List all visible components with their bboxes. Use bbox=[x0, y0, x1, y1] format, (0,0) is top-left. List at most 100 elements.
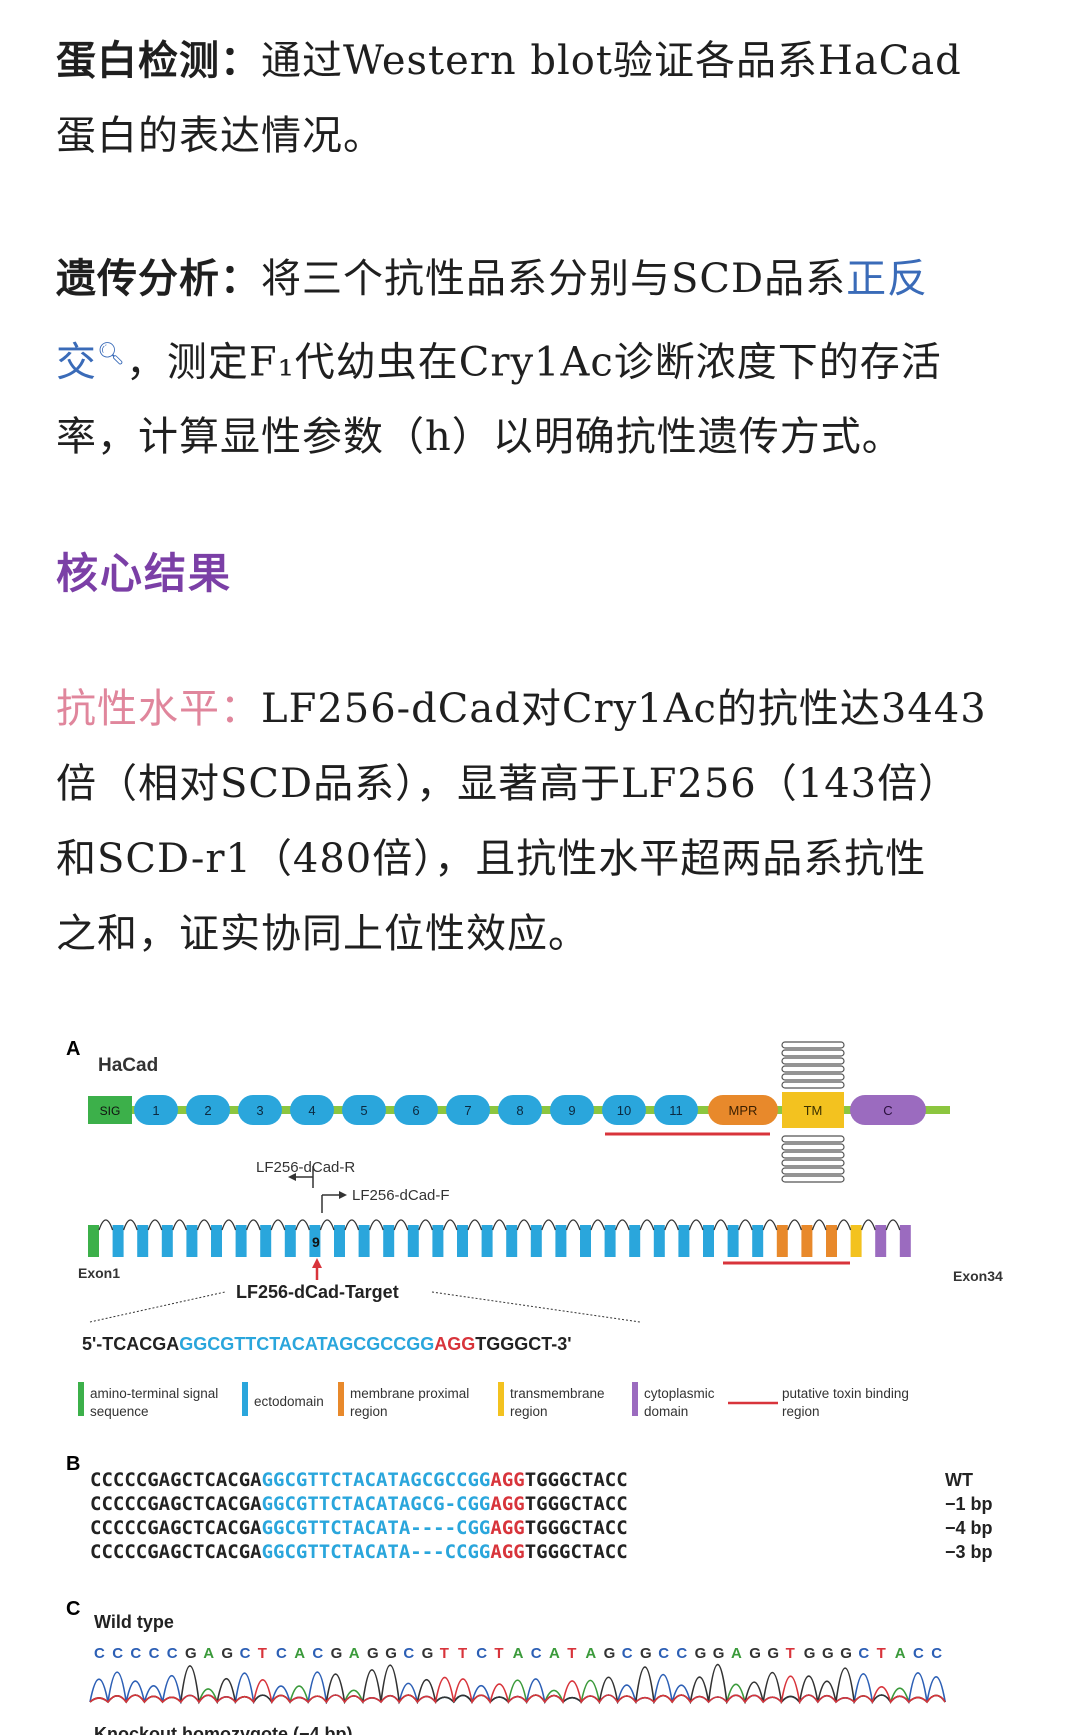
alignment-row-0: CCCCCGAGCTCACGAGGCGTTCTACATAGCGCCGGAGGTG… bbox=[90, 1469, 628, 1491]
base-16: G bbox=[385, 1645, 397, 1662]
domain-ec11-label: 11 bbox=[669, 1103, 683, 1118]
trace-T bbox=[89, 1675, 946, 1705]
domain-ec2-label: 2 bbox=[204, 1103, 211, 1118]
alignment-tag-1: −1 bp bbox=[945, 1494, 993, 1514]
exon1-label: Exon1 bbox=[78, 1265, 120, 1281]
legend-label-3-a: transmembrane bbox=[510, 1386, 605, 1401]
exon-9 bbox=[284, 1225, 296, 1257]
lipid-upper-3 bbox=[781, 1065, 845, 1073]
domain-ec10-label: 10 bbox=[617, 1103, 631, 1118]
p3-line4: 之和，证实协同上位性效应。 bbox=[56, 911, 589, 957]
intron-lines bbox=[98, 1219, 901, 1231]
exon-29 bbox=[776, 1225, 788, 1257]
lipid-lower-5 bbox=[781, 1175, 845, 1183]
exon-23 bbox=[629, 1225, 641, 1257]
exon-18 bbox=[506, 1225, 518, 1257]
sequence-alignment: CCCCCGAGCTCACGAGGCGTTCTACATAGCGCCGGAGGTG… bbox=[90, 1469, 993, 1563]
domain-ec9-label: 9 bbox=[568, 1103, 575, 1118]
exon34-label: Exon34 bbox=[953, 1268, 1003, 1284]
paragraph-genetic-analysis: 遗传分析：将三个抗性品系分别与SCD品系正反 交🔍︎，测定F₁代幼虫在Cry1A… bbox=[56, 242, 1028, 475]
panel-a-label: A bbox=[66, 1038, 80, 1060]
domain-ec4 bbox=[290, 1095, 334, 1125]
base-14: A bbox=[349, 1645, 360, 1662]
exon-6 bbox=[211, 1225, 222, 1257]
base-0: C bbox=[94, 1645, 105, 1662]
reciprocal-cross-link-part1[interactable]: 正反 bbox=[846, 256, 929, 302]
domain-ec1 bbox=[134, 1095, 178, 1125]
p3-line1: LF256-dCad对Cry1Ac的抗性达3443 bbox=[261, 686, 987, 732]
domain-ec3 bbox=[238, 1095, 282, 1125]
domain-mpr-label: MPR bbox=[729, 1103, 758, 1118]
domain-ec7 bbox=[446, 1095, 490, 1125]
alignment-row-2: CCCCCGAGCTCACGAGGCGTTCTACATA----CGGAGGTG… bbox=[90, 1517, 628, 1539]
exon-34 bbox=[899, 1225, 911, 1257]
domain-ec7-label: 7 bbox=[464, 1103, 471, 1118]
exon-16 bbox=[457, 1225, 468, 1257]
lipid-upper-4 bbox=[781, 1073, 845, 1081]
base-45: C bbox=[913, 1645, 924, 1662]
base-29: C bbox=[622, 1645, 633, 1662]
base-15: G bbox=[367, 1645, 379, 1662]
exon-10 bbox=[309, 1225, 321, 1257]
target-seq-sgrna: GGCGTTCTACATAGCGCCGG bbox=[179, 1334, 434, 1354]
lead-protein-detection: 蛋白检测： bbox=[56, 38, 261, 84]
domain-ec11 bbox=[654, 1095, 698, 1125]
reciprocal-cross-link-part2[interactable]: 交 bbox=[56, 339, 97, 386]
base-22: T bbox=[494, 1645, 503, 1662]
knockout-title: Knockout homozygote (−4 bp) bbox=[94, 1724, 353, 1735]
alignment-tag-3: −3 bp bbox=[945, 1542, 993, 1562]
membrane-bilayer bbox=[781, 1041, 845, 1183]
legend-label-2-a: membrane proximal bbox=[350, 1386, 469, 1401]
alignment-row-1: CCCCCGAGCTCACGAGGCGTTCTACATAGCG-CGGAGGTG… bbox=[90, 1493, 628, 1515]
legend-swatch-2 bbox=[338, 1382, 344, 1416]
exon-17 bbox=[481, 1225, 493, 1257]
domain-ec9 bbox=[550, 1095, 594, 1125]
search-icon[interactable]: 🔍︎ bbox=[97, 342, 126, 367]
exon-5 bbox=[186, 1225, 198, 1257]
domain-cyto-label: C bbox=[883, 1103, 892, 1118]
domain-ec6-label: 6 bbox=[412, 1103, 419, 1118]
legend-label-3-b: region bbox=[510, 1404, 548, 1419]
exon-8 bbox=[260, 1225, 272, 1257]
p2-line3: 率，计算显性参数（h）以明确抗性遗传方式。 bbox=[56, 414, 903, 461]
base-9: T bbox=[258, 1645, 267, 1662]
base-25: A bbox=[549, 1645, 560, 1662]
base-13: G bbox=[331, 1645, 343, 1662]
exon-2 bbox=[112, 1225, 124, 1257]
base-43: T bbox=[877, 1645, 886, 1662]
exon-28 bbox=[752, 1225, 764, 1257]
primer-f-head bbox=[339, 1191, 347, 1199]
section-heading: 核心结果 bbox=[56, 549, 233, 598]
lipid-lower-0 bbox=[781, 1135, 845, 1143]
base-17: C bbox=[403, 1645, 414, 1662]
base-10: C bbox=[276, 1645, 287, 1662]
exon-12 bbox=[358, 1225, 370, 1257]
base-32: C bbox=[676, 1645, 687, 1662]
primer-r-head bbox=[288, 1173, 296, 1181]
alignment-tag-2: −4 bp bbox=[945, 1518, 993, 1538]
domain-mpr bbox=[708, 1095, 778, 1125]
legend-label-5-a: putative toxin binding bbox=[782, 1386, 909, 1401]
base-44: A bbox=[895, 1645, 906, 1662]
lipid-lower-2 bbox=[781, 1151, 845, 1159]
alignment-tag-0: WT bbox=[945, 1470, 973, 1490]
base-31: C bbox=[658, 1645, 669, 1662]
domain-ec10 bbox=[602, 1095, 646, 1125]
legend-label-2-b: region bbox=[350, 1404, 388, 1419]
domain-ec5-label: 5 bbox=[360, 1103, 367, 1118]
exon-1 bbox=[88, 1225, 99, 1257]
panel-b-label: B bbox=[66, 1453, 80, 1475]
base-40: G bbox=[822, 1645, 834, 1662]
domain-sig-label: SIG bbox=[100, 1104, 121, 1118]
base-39: G bbox=[804, 1645, 816, 1662]
legend-label-0-a: amino-terminal signal bbox=[90, 1386, 218, 1401]
base-20: T bbox=[458, 1645, 467, 1662]
domain-ec5 bbox=[342, 1095, 386, 1125]
exon-33 bbox=[875, 1225, 887, 1257]
base-34: G bbox=[713, 1645, 725, 1662]
base-42: C bbox=[858, 1645, 869, 1662]
p1-line2: 蛋白的表达情况。 bbox=[56, 113, 384, 159]
legend-label-0-b: sequence bbox=[90, 1404, 149, 1419]
exon-3 bbox=[137, 1225, 149, 1257]
